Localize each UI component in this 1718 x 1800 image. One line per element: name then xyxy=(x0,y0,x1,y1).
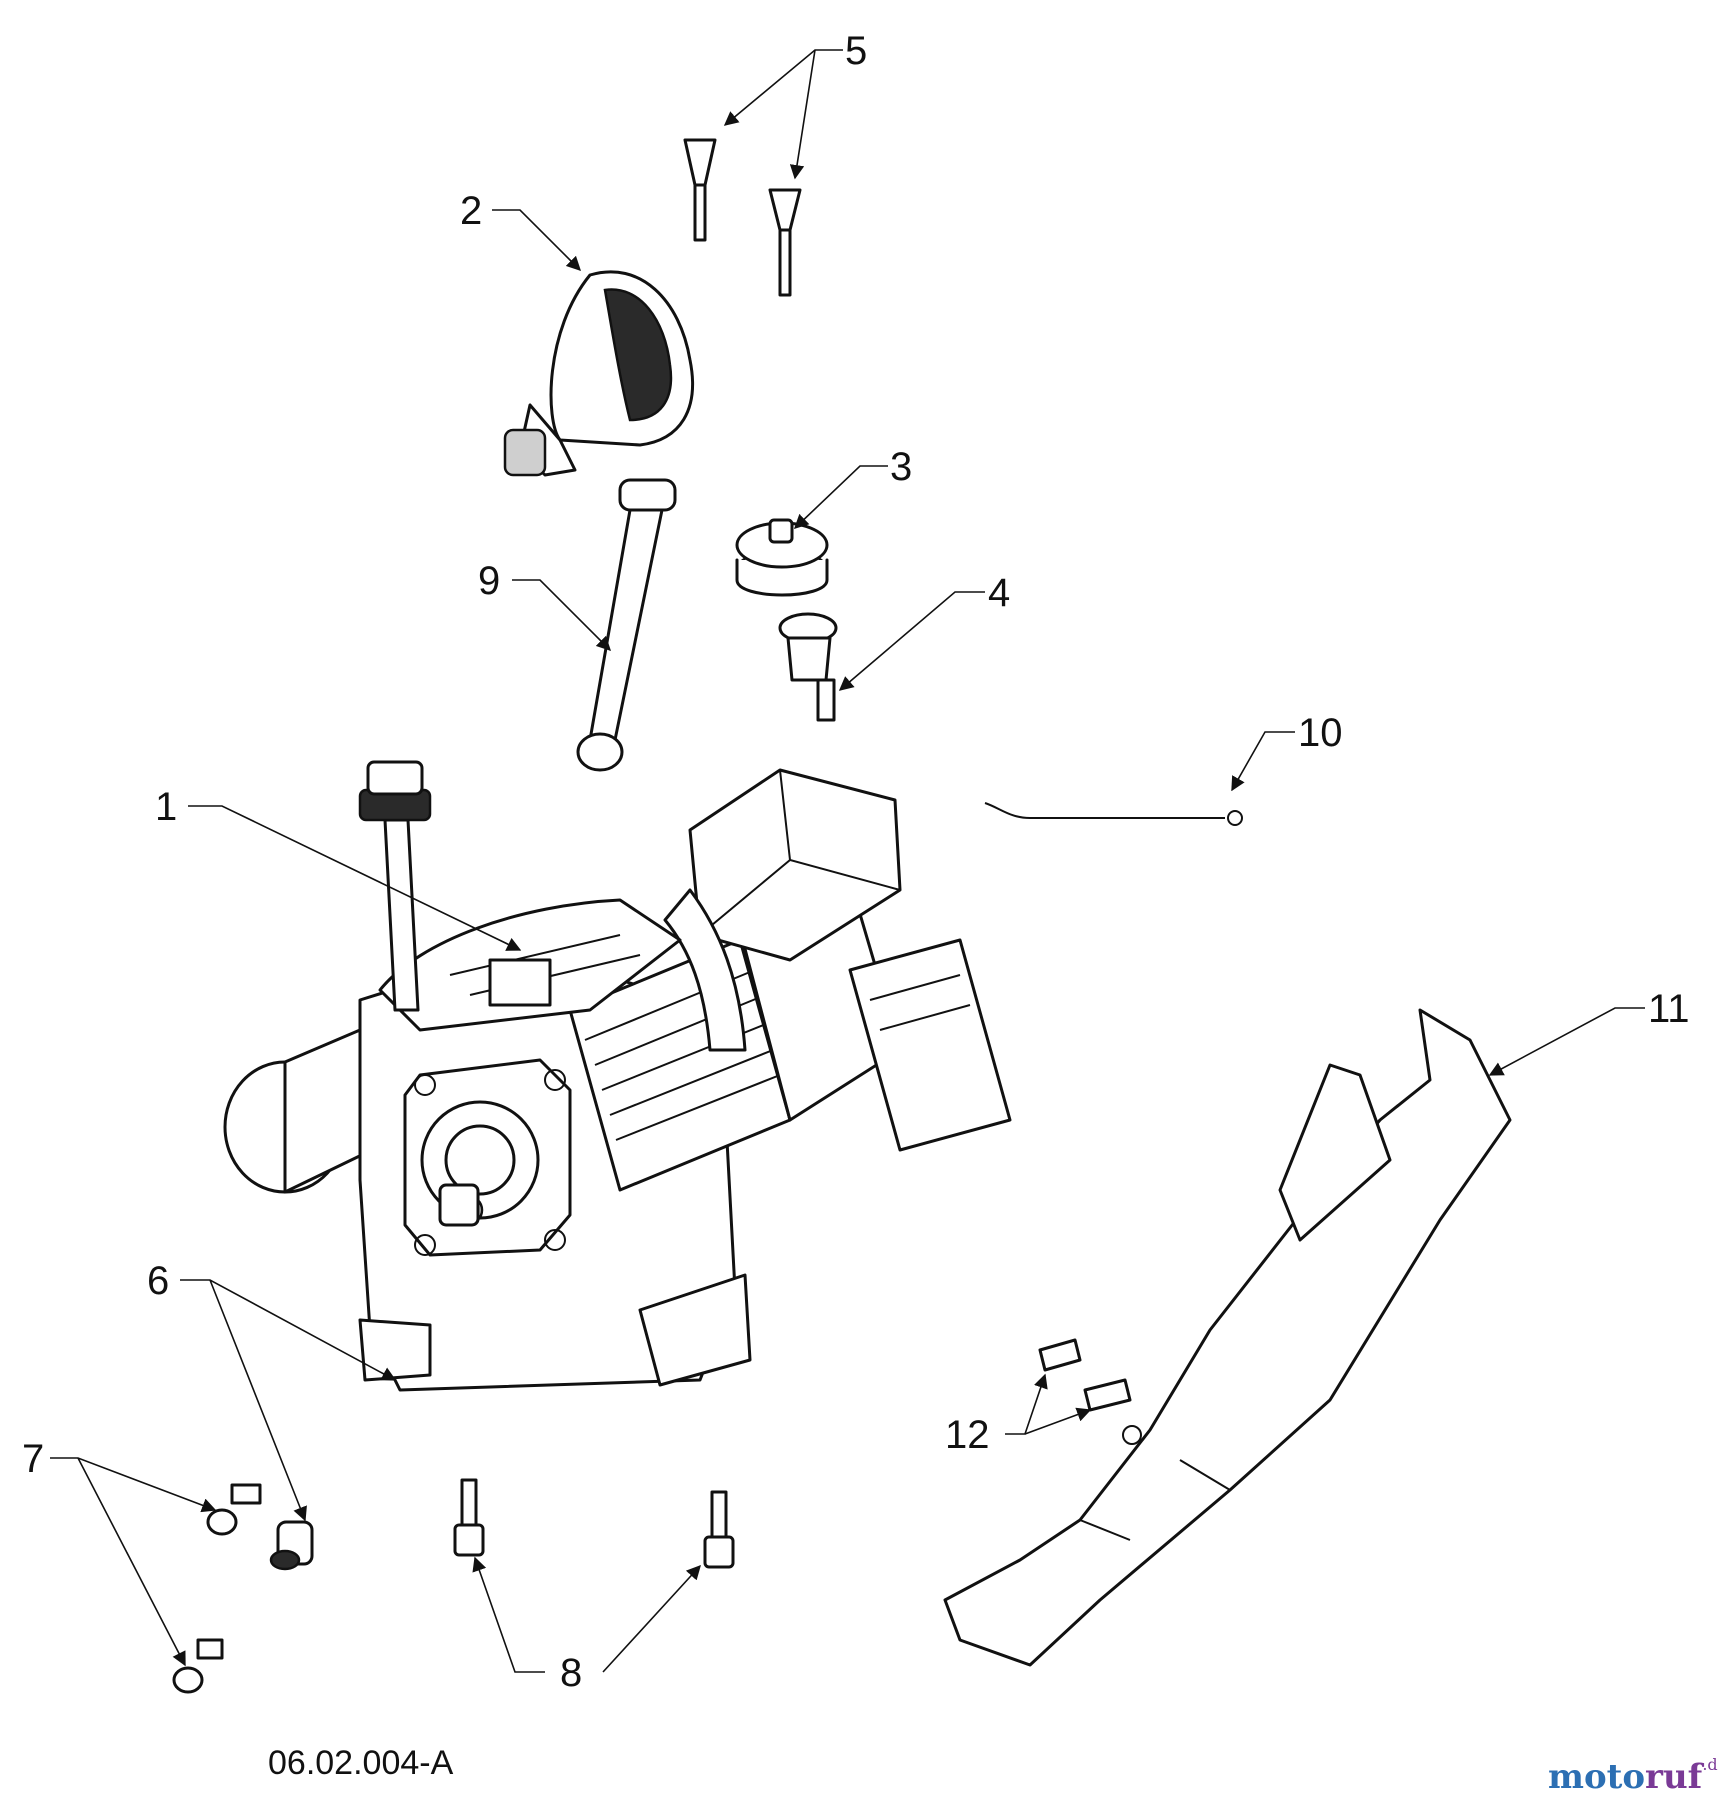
callout-8: 8 xyxy=(560,1651,582,1695)
callout-6: 6 xyxy=(147,1259,169,1303)
watermark-main-a: moto xyxy=(1548,1757,1645,1797)
watermark-suffix: .de xyxy=(1702,1755,1718,1774)
reference-code: 06.02.004-A xyxy=(268,1744,454,1782)
fuel-cap-part-3 xyxy=(735,518,829,597)
callout-10: 10 xyxy=(1298,711,1343,755)
wire-part-10 xyxy=(984,802,1243,826)
watermark-text: motoruf.de xyxy=(1548,1755,1718,1797)
dipstick-part-9 xyxy=(576,478,677,772)
leader-lines xyxy=(50,49,1645,1673)
watermark-logo: motoruf.de xyxy=(1548,1755,1718,1797)
callout-1: 1 xyxy=(155,785,177,829)
fuel-strainer-part-4 xyxy=(778,612,838,722)
callout-5: 5 xyxy=(845,29,867,73)
callout-7: 7 xyxy=(22,1437,44,1481)
plug-part-6 xyxy=(269,1520,314,1571)
shield-part-11 xyxy=(943,1008,1512,1667)
connectors-part-12 xyxy=(1038,1338,1132,1412)
callout-12: 12 xyxy=(945,1413,990,1457)
bolts-part-7 xyxy=(172,1483,262,1694)
callout-labels: 1 2 3 4 5 6 7 8 9 10 11 12 xyxy=(22,29,1690,1695)
callout-4: 4 xyxy=(988,571,1010,615)
callout-2: 2 xyxy=(460,189,482,233)
engine-part-1 xyxy=(223,760,1012,1392)
studs-part-8 xyxy=(453,1478,735,1569)
callout-3: 3 xyxy=(890,445,912,489)
callout-11: 11 xyxy=(1648,987,1690,1031)
watermark-main-b: ruf xyxy=(1645,1757,1705,1797)
callout-9: 9 xyxy=(478,559,500,603)
recoil-handle-part-2 xyxy=(503,270,695,477)
spark-plug-connectors-part-5 xyxy=(683,138,802,297)
